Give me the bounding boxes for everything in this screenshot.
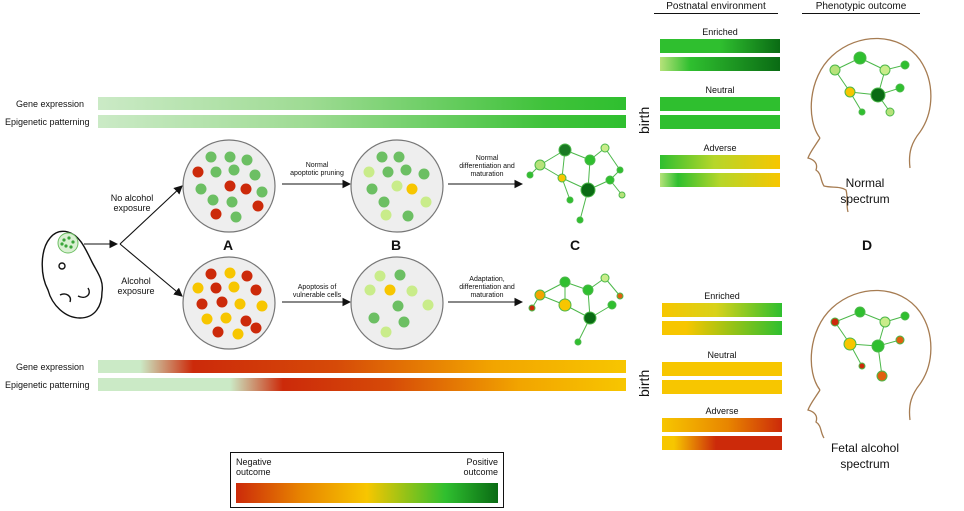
- phenotypic-outcome-header: Phenotypic outcome: [802, 1, 920, 14]
- env-neutral-bottom: Neutral: [707, 350, 737, 360]
- embryo-icon: [41, 230, 104, 319]
- epigenetic-bar-bottom: [98, 378, 626, 391]
- normal-differentiation-label: Normal differentiation and maturation: [459, 155, 515, 178]
- outcome-legend: Negative outcome Positive outcome: [230, 452, 504, 508]
- env-adverse-bar-top-1: [660, 155, 780, 169]
- postnatal-environment-header: Postnatal environment: [654, 1, 778, 14]
- env-adverse-bottom: Adverse: [705, 406, 739, 416]
- gene-expression-bar-top: [98, 97, 626, 110]
- adaptation-label: Adaptation, differentiation and maturati…: [459, 276, 515, 299]
- gene-expression-label-top: Gene expression: [16, 99, 85, 109]
- epigenetic-patterning-label-bottom: Epigenetic patterning: [5, 380, 90, 390]
- cell-circle-a-bottom: [182, 256, 276, 350]
- env-adverse-bar-bottom-2: [662, 436, 782, 450]
- env-enriched-bar-bottom-2: [662, 321, 782, 335]
- env-neutral-bar-top-1: [660, 97, 780, 111]
- env-adverse-bar-top-2: [660, 173, 780, 187]
- legend-negative-label: Negative outcome: [236, 457, 272, 477]
- head-profile-normal: [807, 37, 932, 213]
- legend-gradient-bar: [236, 483, 498, 503]
- epigenetic-bar-top: [98, 115, 626, 128]
- gene-expression-label-bottom: Gene expression: [16, 362, 85, 372]
- cell-circle-a-top: [182, 139, 276, 233]
- normal-spectrum-label: Normal spectrum: [840, 176, 890, 206]
- stage-c-label: C: [570, 237, 581, 253]
- gene-expression-bar-bottom: [98, 360, 626, 373]
- stage-b-label: B: [391, 237, 402, 253]
- apoptosis-vulnerable-label: Apoptosis of vulnerable cells: [292, 284, 342, 299]
- cell-circle-b-top: [350, 139, 444, 233]
- env-adverse-bar-bottom-1: [662, 418, 782, 432]
- env-adverse-top: Adverse: [703, 143, 737, 153]
- env-neutral-bar-top-2: [660, 115, 780, 129]
- normal-pruning-label: Normal apoptotic pruning: [290, 162, 344, 177]
- stage-d-label: D: [862, 237, 873, 253]
- env-enriched-bar-bottom-1: [662, 303, 782, 317]
- no-alcohol-exposure-label: No alcohol exposure: [110, 193, 154, 213]
- embryo-brain-cells: [57, 232, 79, 254]
- env-neutral-bar-bottom-2: [662, 380, 782, 394]
- cell-circle-b-bottom: [350, 256, 444, 350]
- env-neutral-top: Neutral: [705, 85, 735, 95]
- head-brain-network-fetal: [830, 306, 910, 382]
- env-enriched-bar-top-2: [660, 57, 780, 71]
- env-neutral-bar-bottom-1: [662, 362, 782, 376]
- branch-arrows: [84, 179, 524, 307]
- env-enriched-bottom: Enriched: [704, 291, 740, 301]
- stage-a-label: A: [223, 237, 234, 253]
- neural-network-c-bottom: [528, 273, 624, 346]
- epigenetic-patterning-label-top: Epigenetic patterning: [5, 117, 90, 127]
- alcohol-exposure-label: Alcohol exposure: [117, 276, 155, 296]
- head-brain-network-normal: [829, 51, 910, 117]
- legend-positive-label: Positive outcome: [463, 457, 498, 477]
- head-profile-fetal: [807, 289, 932, 439]
- fetal-alcohol-spectrum-label: Fetal alcohol spectrum: [830, 441, 900, 471]
- neural-network-c-top: [526, 143, 626, 224]
- env-enriched-bar-top-1: [660, 39, 780, 53]
- env-enriched-top: Enriched: [702, 27, 738, 37]
